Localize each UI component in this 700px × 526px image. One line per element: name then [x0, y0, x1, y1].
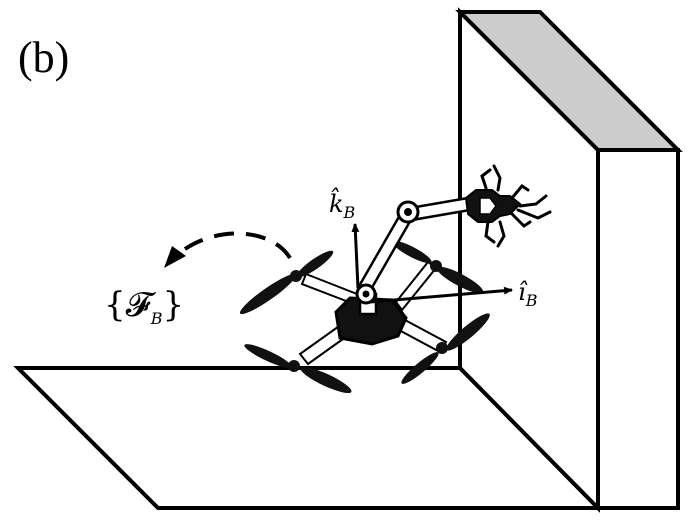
motor-front	[288, 360, 300, 372]
quadrotor-drone	[239, 240, 490, 394]
arm-joint-elbow-pin	[404, 208, 412, 216]
end-effector-gripper	[464, 164, 552, 248]
axis-k-label: k̂B	[329, 187, 356, 222]
axis-k-main: k̂	[329, 187, 344, 218]
arm-joint-base-pin	[362, 290, 370, 298]
axis-i-subscript: B	[525, 291, 538, 310]
rotation-arrowhead	[164, 246, 186, 268]
frame-label: {𝓕B}	[104, 285, 184, 328]
axis-k-subscript: B	[343, 203, 356, 222]
frame-label-text: {𝓕	[104, 285, 157, 325]
rotation-arrow	[170, 231, 292, 262]
wall-side-face	[596, 148, 680, 510]
axis-k-vector	[351, 223, 360, 289]
frame-label-subscript: B	[150, 309, 163, 328]
frame-label-close: }	[163, 285, 185, 325]
propellers	[239, 240, 490, 394]
axis-i-main: ı̂	[518, 278, 528, 306]
wall	[455, 7, 683, 513]
svg-text:{𝓕B}: {𝓕B}	[104, 285, 184, 328]
axis-i-vector	[369, 286, 513, 304]
axis-i-label: ı̂B	[518, 278, 538, 310]
panel-label: (b)	[18, 33, 69, 82]
motor-right	[436, 342, 448, 354]
